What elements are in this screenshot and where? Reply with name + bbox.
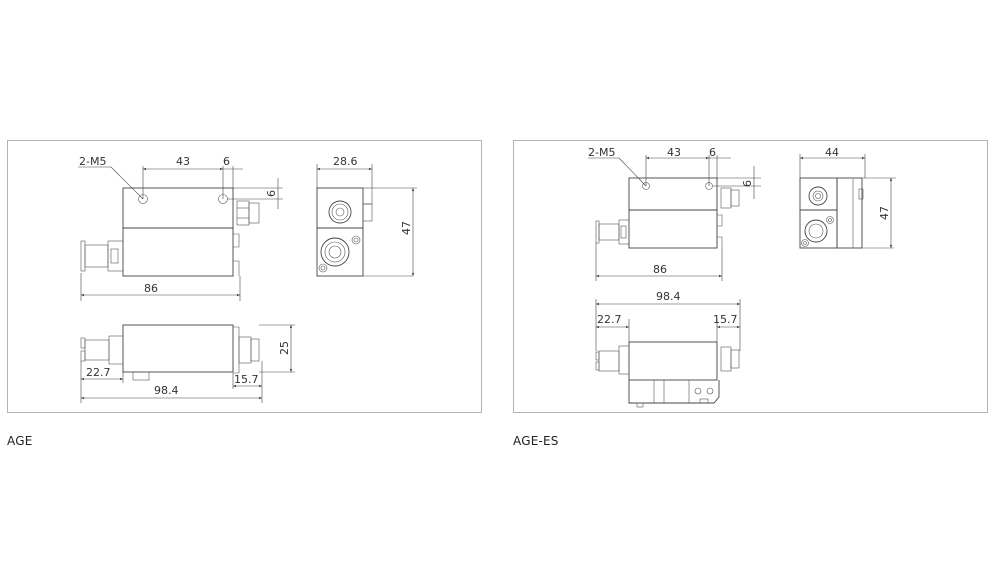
age-side-view: 28.6 47 xyxy=(316,155,417,277)
hole-callout-label: 2-M5 xyxy=(588,146,615,159)
dim-hole-top-offset: 6 xyxy=(741,180,754,187)
dim-side-width: 44 xyxy=(825,146,839,159)
age-bottom-view: 25 22.7 15.7 98.4 xyxy=(80,324,295,403)
dim-hole-spacing: 43 xyxy=(667,146,681,159)
dim-right-fitting: 15.7 xyxy=(234,373,259,386)
dim-overall-length: 86 xyxy=(144,282,158,295)
dim-hole-edge-offset: 6 xyxy=(709,146,716,159)
drawing-panel-age: 2-M5 43 6 6 86 xyxy=(7,140,482,413)
drawing-panel-age-es: 2-M5 43 6 6 86 xyxy=(513,140,988,413)
dim-bottom-overall-length: 98.4 xyxy=(656,290,681,303)
hole-callout-label: 2-M5 xyxy=(79,155,106,168)
caption-age: AGE xyxy=(7,434,33,448)
dim-side-width: 28.6 xyxy=(333,155,358,168)
age-es-bottom-view: 98.4 22.7 15.7 xyxy=(595,290,741,408)
dim-overall-length: 86 xyxy=(653,263,667,276)
dim-right-fitting: 15.7 xyxy=(713,313,738,326)
dim-bottom-overall-length: 98.4 xyxy=(154,384,179,397)
age-drawing: 2-M5 43 6 6 86 xyxy=(78,155,417,403)
dim-left-fitting: 22.7 xyxy=(86,366,111,379)
dim-side-height: 47 xyxy=(400,221,413,235)
dim-hole-edge-offset: 6 xyxy=(223,155,230,168)
age-es-drawing: 2-M5 43 6 6 86 xyxy=(588,146,896,408)
age-front-view: 2-M5 43 6 6 86 xyxy=(78,155,283,301)
caption-age-es: AGE-ES xyxy=(513,434,559,448)
dim-bottom-height: 25 xyxy=(278,341,291,355)
age-es-side-view: 44 47 xyxy=(799,146,896,249)
age-es-front-view: 2-M5 43 6 6 86 xyxy=(588,146,761,281)
dim-hole-top-offset: 6 xyxy=(265,190,278,197)
dim-left-fitting: 22.7 xyxy=(597,313,622,326)
dim-hole-spacing: 43 xyxy=(176,155,190,168)
dim-side-height: 47 xyxy=(878,206,891,220)
